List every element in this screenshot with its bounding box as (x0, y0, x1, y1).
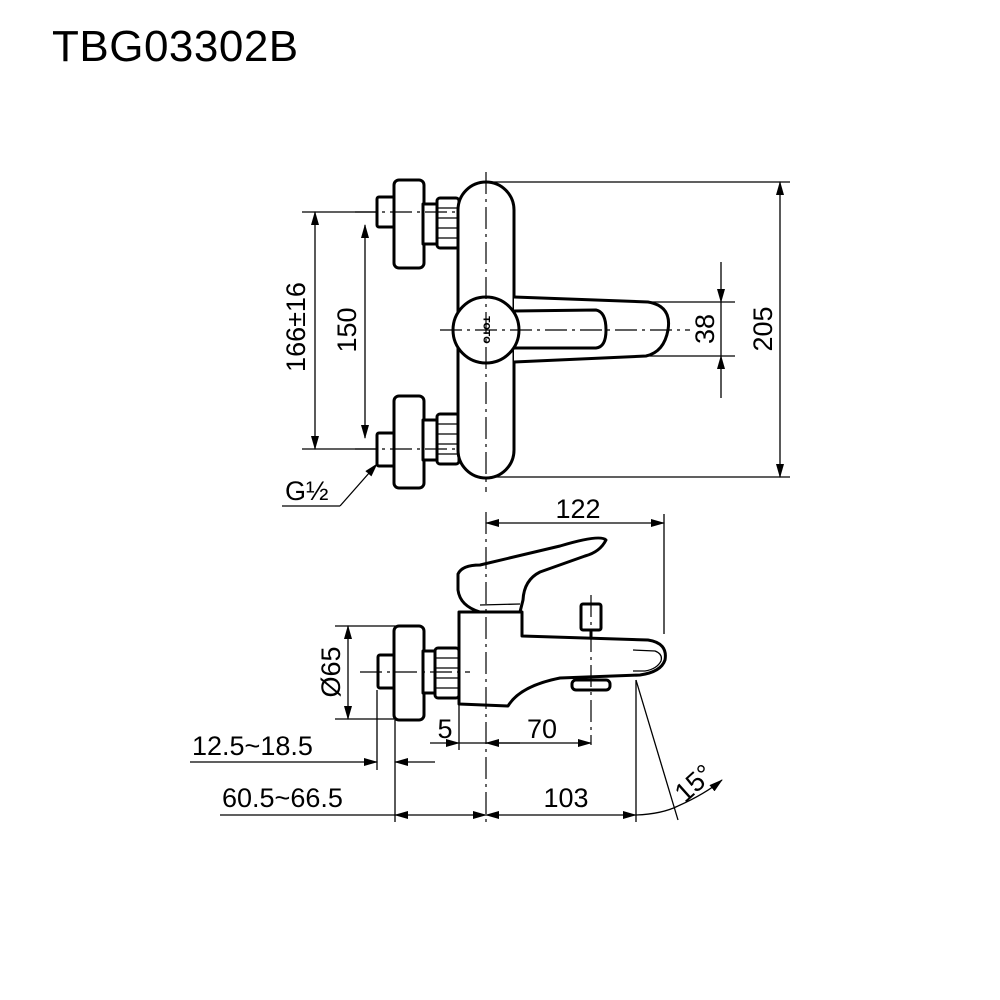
bottom-connector (375, 394, 461, 490)
dim-depth-total: 122 (555, 494, 600, 524)
dim-flange-diameter: Ø65 (316, 646, 346, 697)
dim-spout-offset: 70 (527, 714, 557, 744)
dim-lever-width: 38 (690, 314, 720, 344)
lever-side (456, 536, 608, 614)
lever-recess (512, 308, 608, 350)
dim-eccentric-range: 12.5~18.5 (192, 731, 313, 761)
dim-thread: G½ (285, 476, 329, 506)
dim-height-total: 205 (748, 306, 778, 351)
spout-body (457, 610, 667, 708)
spout-outlet (632, 649, 663, 672)
model-number-title: TBG03302B (52, 22, 299, 71)
dim-center-distance: 150 (332, 307, 362, 352)
side-view-dimensions: 122 Ø65 5 70 12.5~18.5 60.5~66.5 103 (190, 494, 723, 822)
side-view (360, 512, 667, 825)
dim-wall-gap: 5 (437, 714, 452, 744)
dim-spout-reach: 103 (543, 783, 588, 813)
dim-projection-range: 60.5~66.5 (222, 783, 343, 813)
front-view: TOTO (355, 172, 690, 492)
front-view-dimensions: 166±16 150 205 38 G½ (281, 181, 790, 507)
dim-supply-range: 166±16 (281, 282, 311, 372)
dim-spout-angle: 15° (669, 758, 719, 808)
top-connector (375, 178, 461, 270)
